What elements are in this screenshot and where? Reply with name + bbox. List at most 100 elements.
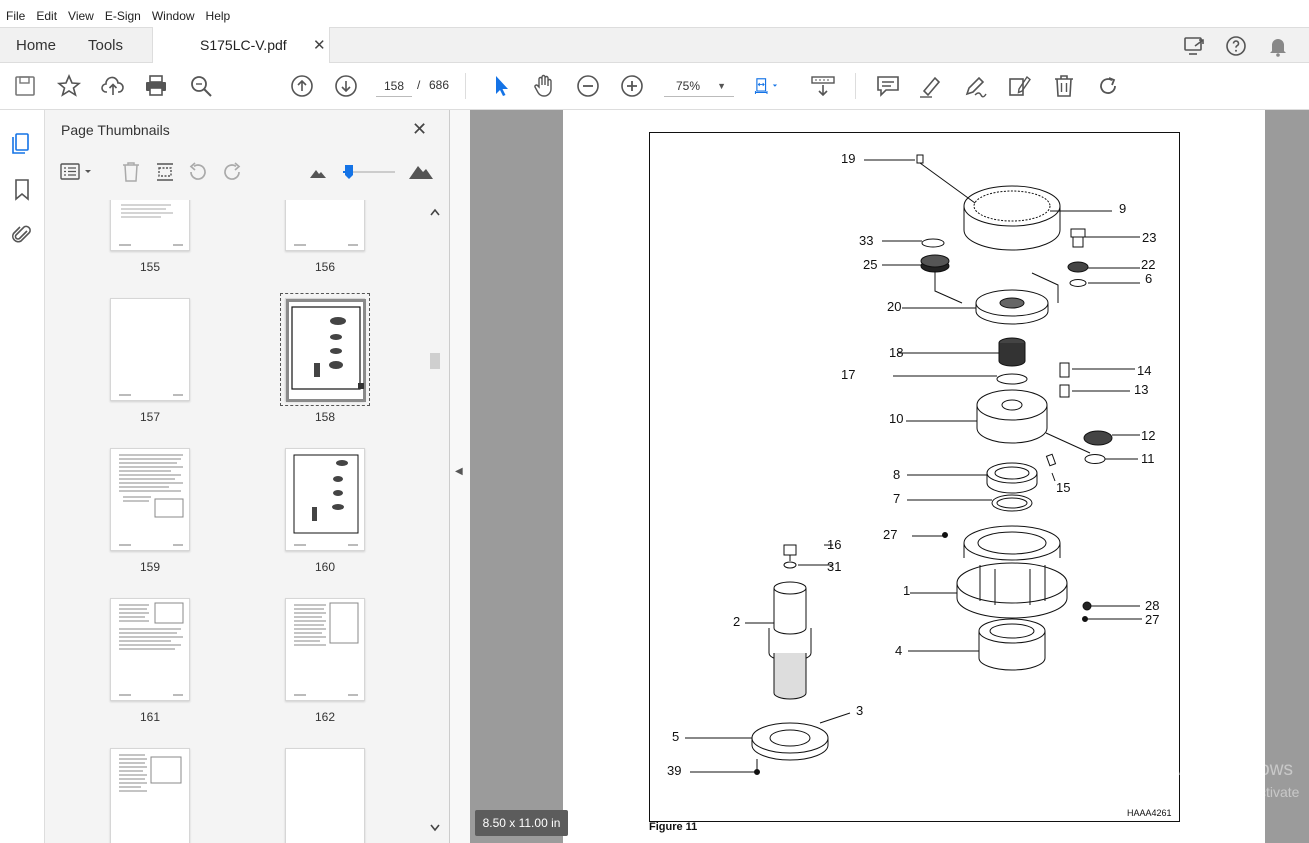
- delete-page-icon[interactable]: [119, 160, 143, 184]
- menu-file[interactable]: File: [6, 9, 26, 23]
- thumbnail-toolbar: [45, 154, 450, 190]
- scroll-mode-icon[interactable]: [810, 73, 836, 99]
- toolbar-divider: [465, 73, 466, 99]
- save-icon[interactable]: [12, 73, 38, 99]
- page-thumbnails-icon[interactable]: [10, 131, 34, 155]
- figure-caption: Figure 11: [649, 821, 698, 833]
- exploded-parts-diagram: [685, 154, 1142, 775]
- document-view[interactable]: 19 9 33 23 25 22 6 20 18 14 17 13 10 12 …: [470, 110, 1309, 843]
- share-screen-icon[interactable]: [1183, 34, 1207, 58]
- highlight-pen-icon[interactable]: [918, 73, 944, 99]
- thumbnail-size-slider[interactable]: [339, 162, 399, 182]
- callout-11: 11: [1141, 451, 1155, 466]
- thumbnail-list: 155 156 157 158 159 160: [57, 200, 437, 843]
- thumbnail-label-156: 156: [314, 260, 336, 274]
- zoom-level-select[interactable]: 75% ▼: [664, 75, 734, 97]
- bookmark-star-icon[interactable]: [56, 73, 82, 99]
- tab-home[interactable]: Home: [16, 37, 57, 54]
- tab-tools[interactable]: Tools: [88, 37, 124, 54]
- large-thumbnail-mountain-icon[interactable]: [408, 160, 434, 182]
- delete-trash-icon[interactable]: [1051, 73, 1077, 99]
- zoom-in-icon[interactable]: [619, 73, 645, 99]
- hand-tool-icon[interactable]: [531, 73, 557, 99]
- page-thumbnail-158[interactable]: [280, 293, 370, 406]
- callout-3: 3: [856, 703, 864, 718]
- callout-12: 12: [1141, 428, 1156, 443]
- page-thumbnail-156[interactable]: [285, 200, 365, 251]
- select-cursor-icon[interactable]: [488, 73, 514, 99]
- fill-sign-icon[interactable]: [1007, 73, 1033, 99]
- bookmarks-icon[interactable]: [10, 177, 34, 201]
- next-page-button[interactable]: [333, 73, 359, 99]
- callout-17: 17: [841, 367, 856, 382]
- page-thumbnail-155[interactable]: [110, 200, 190, 251]
- menu-esign[interactable]: E-Sign: [104, 9, 141, 23]
- small-thumbnail-mountain-icon[interactable]: [309, 164, 327, 180]
- toolbar-divider: [855, 73, 856, 99]
- callout-23: 23: [1142, 230, 1157, 245]
- callout-16: 16: [827, 537, 842, 552]
- thumbnail-options-icon[interactable]: [59, 160, 97, 184]
- fit-page-width-icon[interactable]: [754, 73, 790, 99]
- comment-icon[interactable]: [875, 73, 901, 99]
- callout-27-bottom: 27: [1145, 612, 1160, 627]
- callout-31: 31: [827, 559, 842, 574]
- thumbnail-label-155: 155: [139, 260, 161, 274]
- zoom-dropdown-icon: ▼: [717, 81, 726, 91]
- callout-10: 10: [889, 411, 904, 426]
- collapse-panel-handle[interactable]: ◀: [450, 110, 470, 843]
- callout-2: 2: [733, 614, 741, 629]
- collapse-arrow-icon: ◀: [455, 466, 463, 477]
- help-icon[interactable]: [1224, 34, 1248, 58]
- callout-13: 13: [1134, 382, 1149, 397]
- callout-6: 6: [1145, 271, 1153, 286]
- tab-close-button[interactable]: ✕: [313, 37, 326, 54]
- callout-18: 18: [889, 345, 904, 360]
- tab-document-label: S175LC-V.pdf: [200, 37, 287, 53]
- callout-7: 7: [893, 491, 901, 506]
- upload-cloud-icon[interactable]: [100, 73, 126, 99]
- thumbnail-label-159: 159: [139, 560, 161, 574]
- tab-document[interactable]: S175LC-V.pdf ✕: [152, 27, 330, 63]
- find-zoom-icon[interactable]: [188, 73, 214, 99]
- activate-windows-subtitle: Go to Settings to activate: [1143, 784, 1300, 800]
- sign-pen-icon[interactable]: [962, 73, 988, 99]
- attachments-paperclip-icon[interactable]: [10, 222, 34, 246]
- page-thumbnail-157[interactable]: [110, 298, 190, 401]
- print-icon[interactable]: [143, 73, 169, 99]
- page-number-input[interactable]: 158: [376, 75, 412, 97]
- callout-22: 22: [1141, 257, 1156, 272]
- page-thumbnail-163[interactable]: [110, 748, 190, 843]
- menu-edit[interactable]: Edit: [36, 9, 58, 23]
- figure-frame: 19 9 33 23 25 22 6 20 18 14 17 13 10 12 …: [649, 132, 1180, 822]
- insert-page-icon[interactable]: [153, 160, 177, 184]
- callout-25: 25: [863, 257, 878, 272]
- thumbnail-label-162: 162: [314, 710, 336, 724]
- zoom-level-value: 75%: [676, 79, 701, 93]
- previous-page-button[interactable]: [289, 73, 315, 99]
- page-thumbnail-161[interactable]: [110, 598, 190, 701]
- page-thumbnail-160[interactable]: [285, 448, 365, 551]
- callout-19: 19: [841, 151, 856, 166]
- panel-close-button[interactable]: ✕: [412, 119, 428, 139]
- callout-39: 39: [667, 763, 682, 778]
- menu-help[interactable]: Help: [205, 9, 231, 23]
- notification-bell-icon[interactable]: [1266, 34, 1290, 58]
- thumbnail-scrollbar[interactable]: [428, 205, 442, 835]
- menu-view[interactable]: View: [68, 9, 94, 23]
- rotate-counterclockwise-icon[interactable]: [186, 160, 210, 184]
- rotate-clockwise-icon[interactable]: [220, 160, 244, 184]
- menu-bar: File Edit View E-Sign Window Help: [0, 0, 1309, 27]
- rotate-icon[interactable]: [1095, 73, 1121, 99]
- menu-window[interactable]: Window: [151, 9, 195, 23]
- page-thumbnail-162[interactable]: [285, 598, 365, 701]
- callout-8: 8: [893, 467, 901, 482]
- page-size-badge: 8.50 x 11.00 in: [475, 810, 568, 836]
- page-thumbnail-164[interactable]: [285, 748, 365, 843]
- thumbnail-scroll-thumb[interactable]: [430, 353, 440, 369]
- thumbnail-label-161: 161: [139, 710, 161, 724]
- zoom-out-icon[interactable]: [575, 73, 601, 99]
- page-separator: /: [417, 78, 421, 92]
- page-thumbnail-159[interactable]: [110, 448, 190, 551]
